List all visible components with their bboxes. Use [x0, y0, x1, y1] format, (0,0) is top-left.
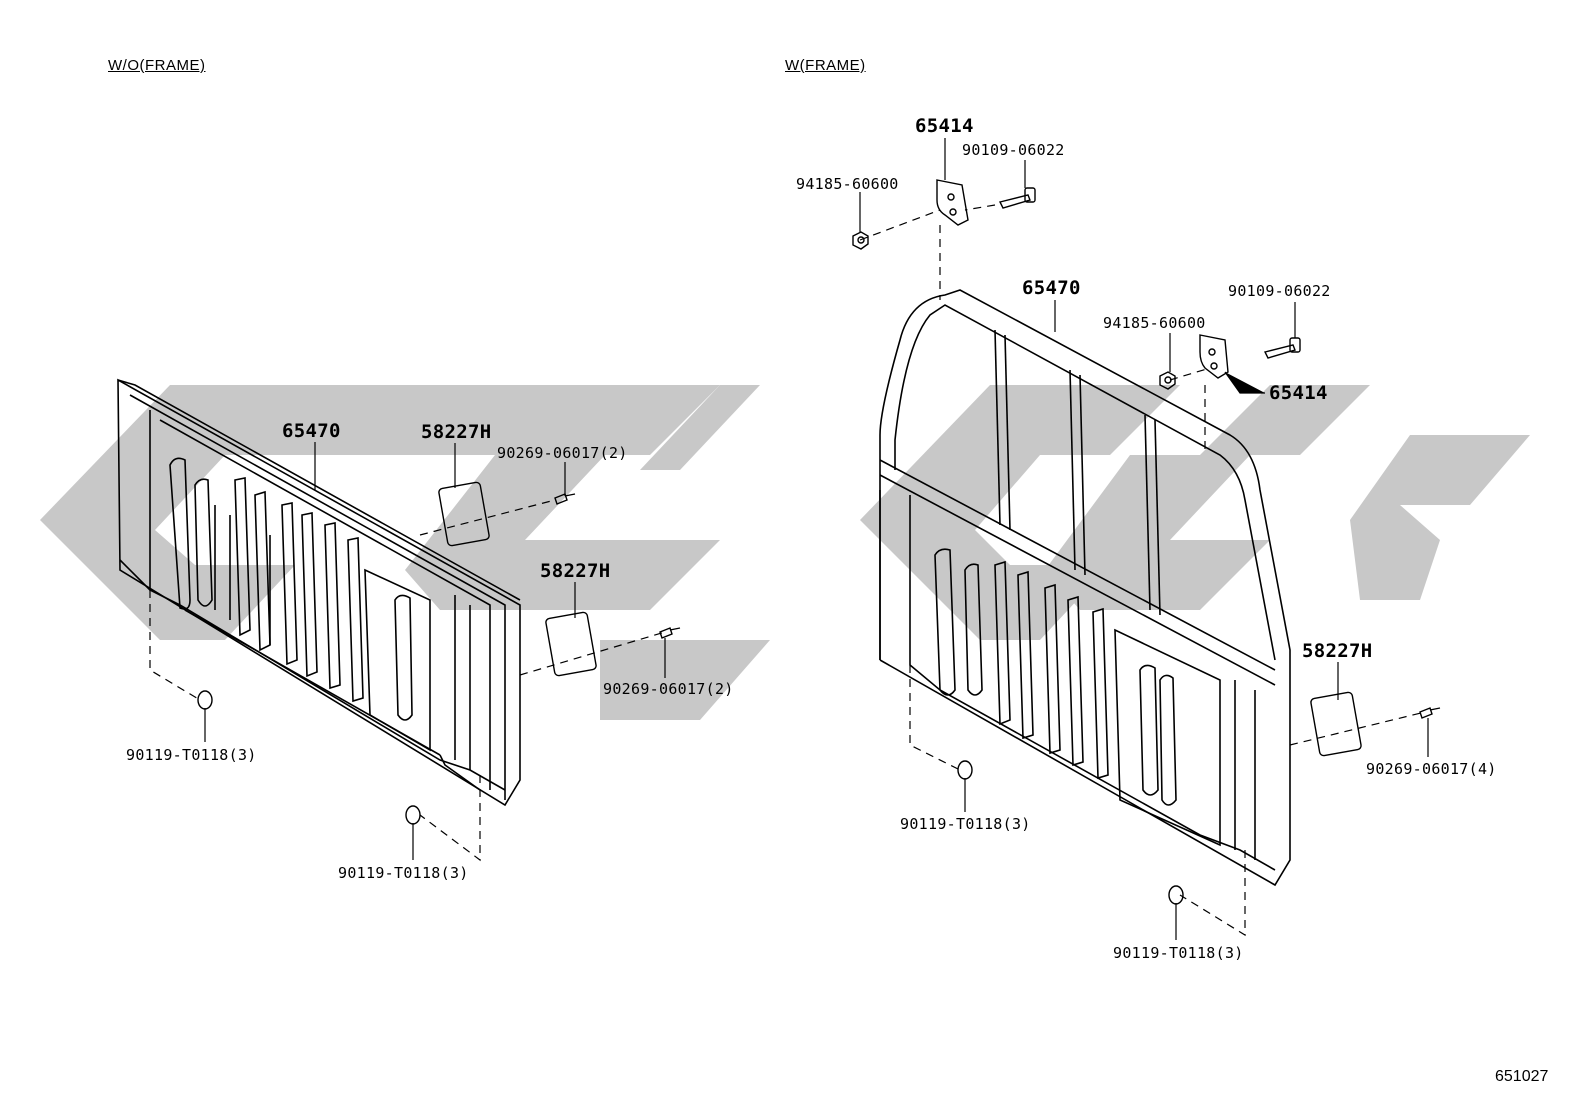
part-label-right-panel: 65470 — [1022, 277, 1081, 299]
part-label-right-bolt-1: 90119-T0118(3) — [900, 815, 1031, 833]
left-fasteners — [197, 481, 681, 825]
part-label-left-plate-2: 58227H — [540, 560, 611, 582]
part-label-right-nut-mid: 94185-60600 — [1103, 314, 1206, 332]
right-fasteners — [852, 179, 1441, 905]
section-title-right: W(FRAME) — [785, 57, 866, 74]
part-label-right-bracket-mid: 65414 — [1269, 382, 1328, 404]
right-tailgate-panel — [879, 289, 1291, 887]
part-label-right-bolt-top: 90109-06022 — [962, 141, 1065, 159]
part-label-left-plate-1: 58227H — [421, 421, 492, 443]
part-label-left-bolt-2: 90119-T0118(3) — [338, 864, 469, 882]
part-label-left-panel: 65470 — [282, 420, 341, 442]
part-label-right-bolt-mid: 90109-06022 — [1228, 282, 1331, 300]
part-label-right-screw: 90269-06017(4) — [1366, 760, 1497, 778]
left-tailgate-panel — [117, 378, 521, 807]
part-label-left-screw-2: 90269-06017(2) — [603, 680, 734, 698]
part-label-left-screw-1: 90269-06017(2) — [497, 444, 628, 462]
part-label-right-bolt-2: 90119-T0118(3) — [1113, 944, 1244, 962]
part-label-right-nut-top: 94185-60600 — [796, 175, 899, 193]
watermark-logo — [40, 385, 1530, 720]
right-dashed-leaders — [859, 204, 1426, 937]
right-leader-lines — [859, 138, 1429, 940]
part-label-right-bracket-top: 65414 — [915, 115, 974, 137]
part-label-left-bolt-1: 90119-T0118(3) — [126, 746, 257, 764]
left-dashed-leaders — [149, 499, 666, 862]
section-title-left: W/O(FRAME) — [108, 57, 206, 74]
part-label-right-plate: 58227H — [1302, 640, 1373, 662]
left-leader-lines — [204, 442, 666, 860]
diagram-code: 651027 — [1495, 1068, 1549, 1085]
